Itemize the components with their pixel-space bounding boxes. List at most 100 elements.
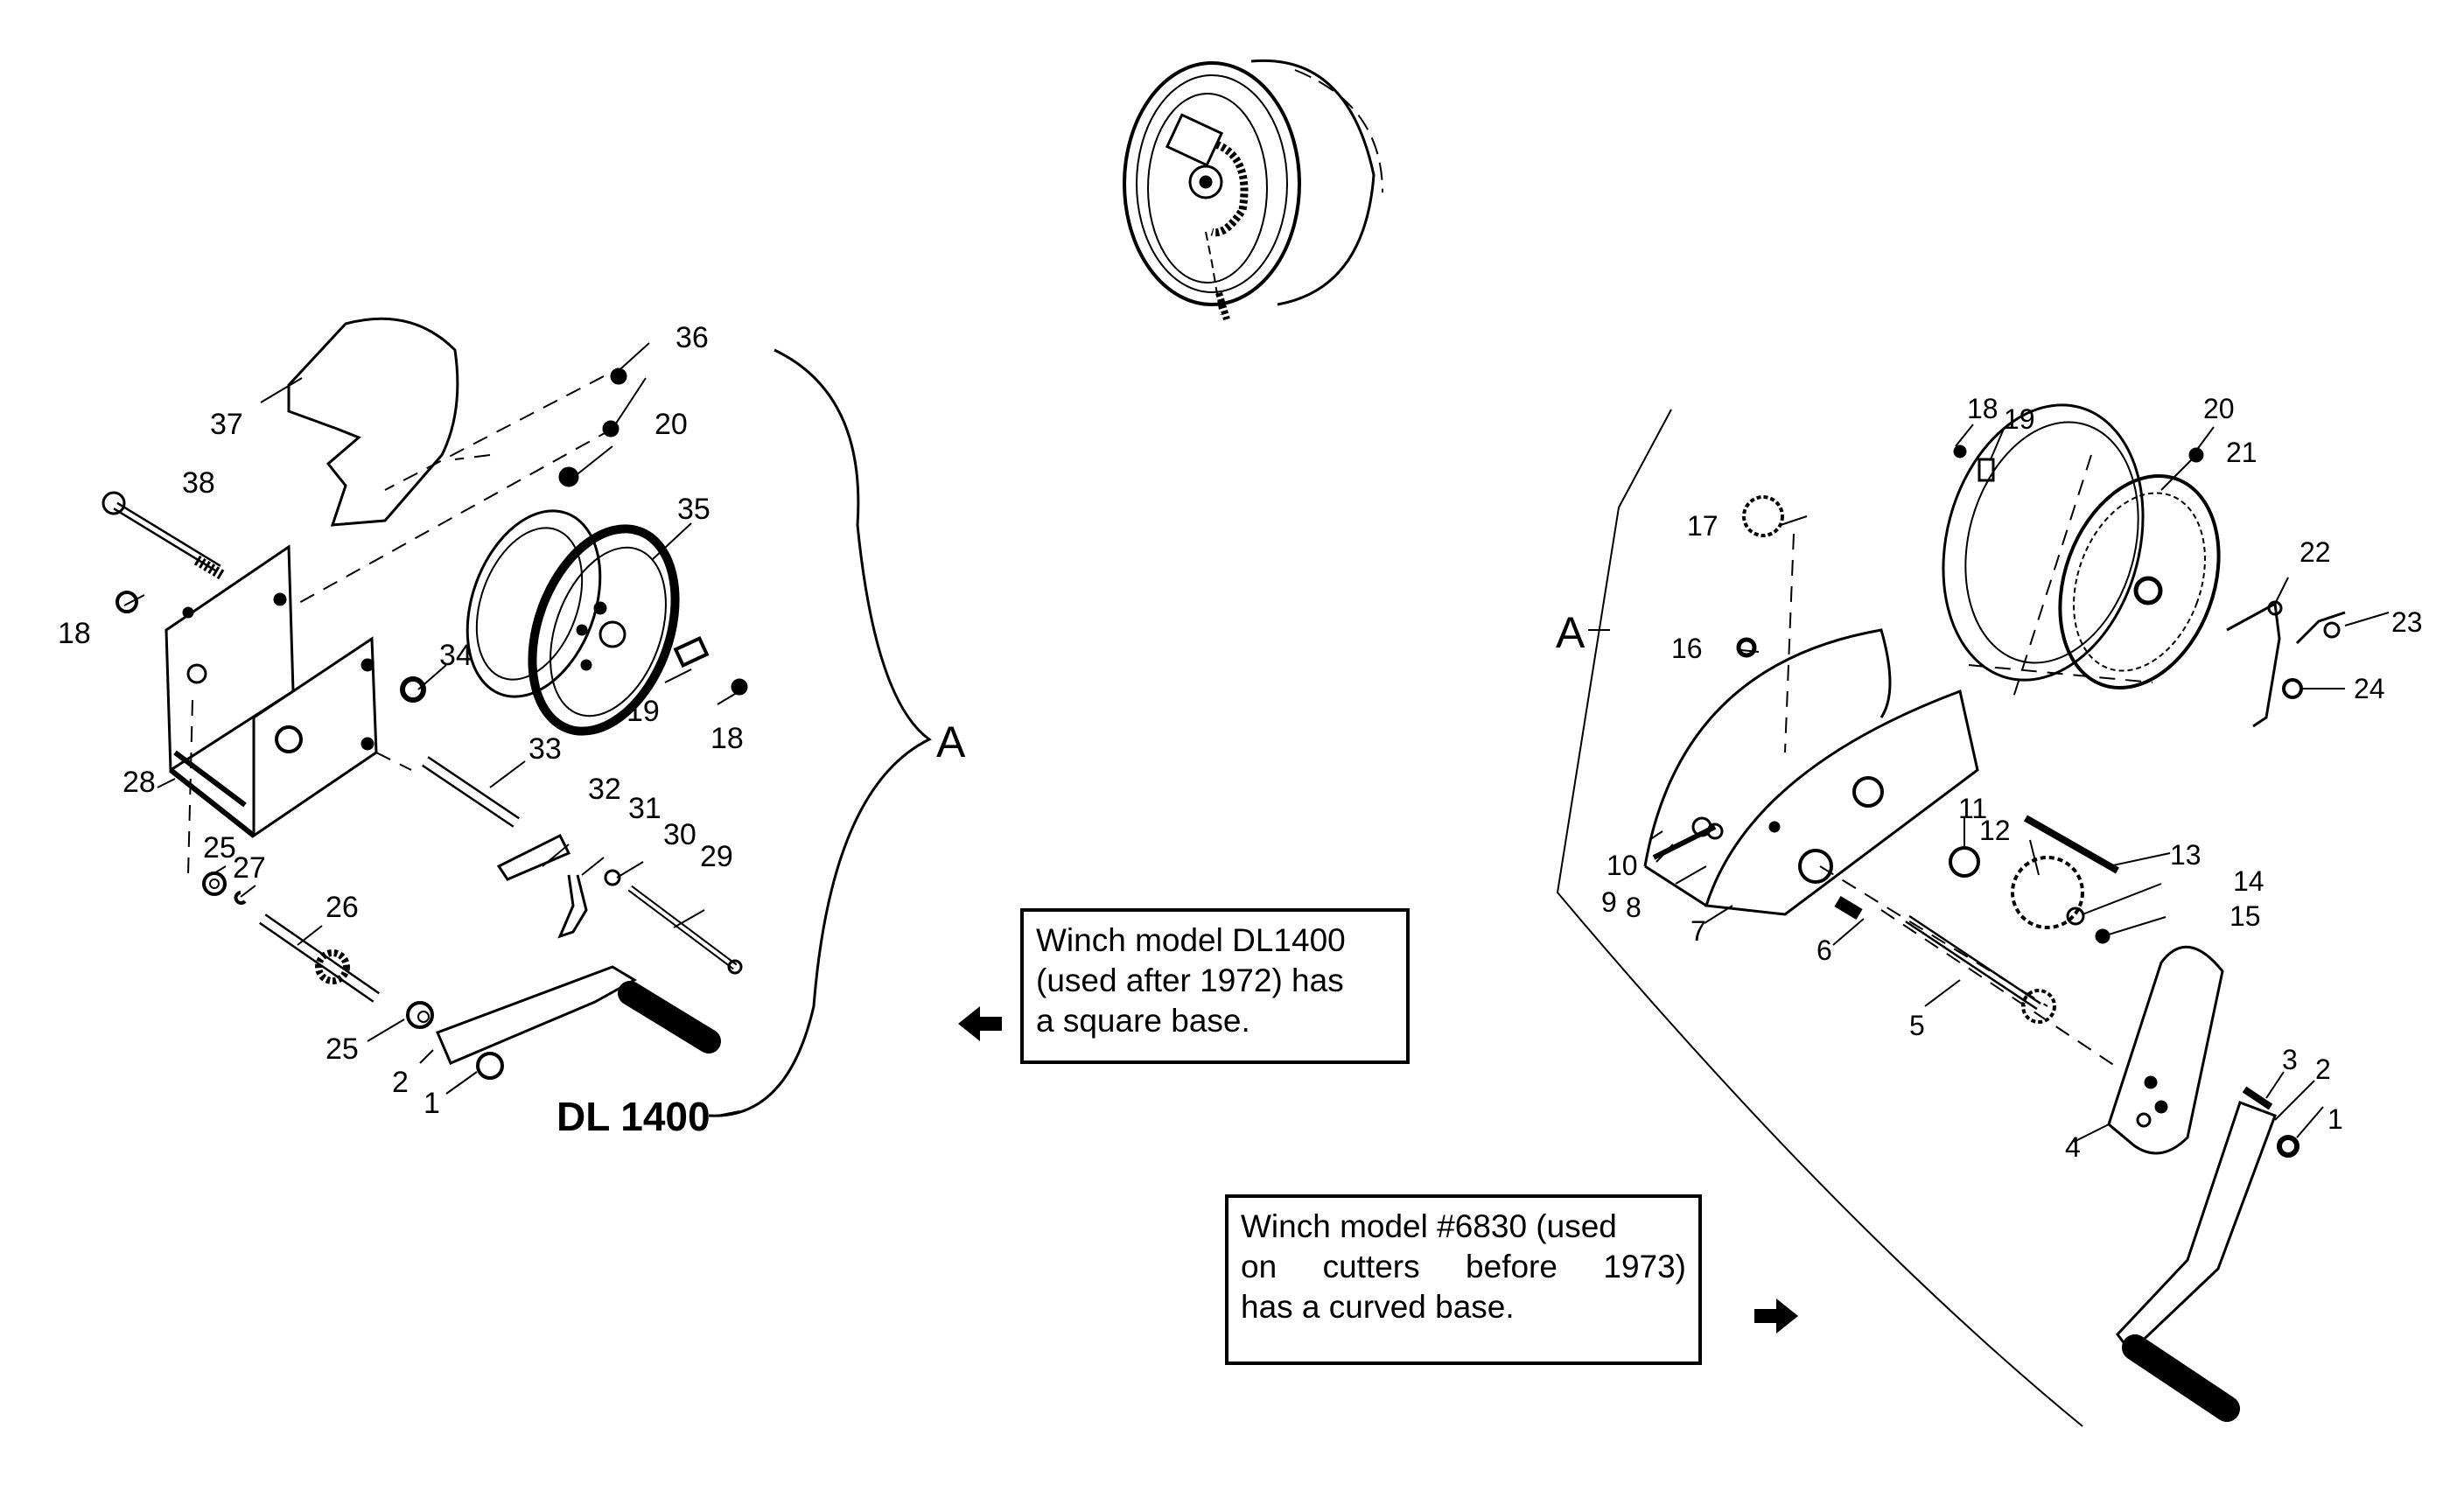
label-r1: 1 [2328, 1103, 2343, 1135]
m6830-labels: 18 19 20 21 22 23 24 17 16 A 10 9 8 7 6 … [1556, 393, 2423, 1163]
label-r21: 21 [2226, 437, 2258, 468]
label-r9: 9 [1601, 886, 1617, 918]
label-r13: 13 [2170, 839, 2202, 871]
label-38: 38 [182, 466, 215, 500]
label-34: 34 [439, 639, 472, 672]
label-r16: 16 [1671, 633, 1703, 664]
label-r15: 15 [2230, 900, 2261, 932]
left-arrow [958, 1006, 1002, 1041]
note-dl1400: Winch model DL1400 (used after 1972) has… [1020, 908, 1410, 1064]
part-21-drum [1942, 403, 2221, 690]
part-3-bolt [2242, 1086, 2273, 1110]
label-25: 25 [203, 831, 236, 864]
note-6830-line1: Winch model #6830 (used [1241, 1208, 1617, 1244]
part-18-nut-right [1953, 444, 1967, 458]
part-19-pawl [673, 635, 710, 668]
label-r7: 7 [1690, 915, 1706, 947]
section-a-label-left: A [936, 718, 966, 766]
part-12-sprocket [2011, 856, 2084, 929]
label-29: 29 [700, 840, 733, 873]
label-r14: 14 [2233, 865, 2264, 897]
label-19: 19 [626, 695, 660, 728]
dl1400-labels: 37 38 36 20 35 18 34 19 18 28 33 32 31 3… [58, 321, 966, 1139]
label-r2: 2 [2315, 1054, 2331, 1085]
section-a-label-right: A [1556, 608, 1586, 657]
label-32: 32 [588, 773, 621, 806]
label-r4: 4 [2065, 1131, 2081, 1163]
part-2-crank-handle [436, 965, 637, 1065]
note-6830-line3: has a curved base. [1241, 1289, 1515, 1325]
label-36: 36 [676, 321, 709, 354]
label-18b: 18 [710, 722, 744, 755]
note-dl1400-line2: (used after 1972) has [1036, 962, 1344, 998]
part-15-bolt [2095, 928, 2110, 944]
part-35-drum [466, 509, 680, 736]
part-1-nut-right [2277, 1135, 2300, 1158]
label-r22: 22 [2300, 536, 2331, 568]
label-r6: 6 [1816, 934, 1832, 966]
part-25-bushing [202, 872, 227, 896]
label-37: 37 [210, 408, 243, 441]
part-14-washer [2066, 906, 2085, 926]
part-32-plate [496, 833, 571, 881]
label-26: 26 [326, 891, 359, 924]
part-30-washer [604, 869, 621, 886]
part-19-pawl-right [1978, 458, 1995, 482]
label-1: 1 [424, 1087, 440, 1120]
right-arrow [1754, 1298, 1798, 1334]
label-25b: 25 [326, 1032, 359, 1066]
part-24-washer [2282, 678, 2303, 699]
part-11-bushing [1949, 846, 1980, 878]
part-18-nut-right [731, 678, 748, 696]
dl1400-assembly [102, 317, 932, 1117]
model-dl1400-label: DL 1400 [556, 1094, 710, 1139]
part-34-nut [400, 676, 426, 703]
label-r19: 19 [2004, 403, 2035, 435]
part-18-nut [116, 591, 138, 613]
label-35: 35 [677, 493, 710, 526]
part-25-bushing-lower [406, 1001, 434, 1029]
label-r20: 20 [2203, 393, 2235, 424]
cable-reel-detail [1123, 59, 1383, 321]
label-r12: 12 [1979, 815, 2011, 846]
label-27: 27 [233, 851, 266, 885]
label-r24: 24 [2354, 673, 2385, 704]
part-6-pin [1834, 895, 1863, 920]
note-6830: Winch model #6830 (used on cutters befor… [1225, 1194, 1702, 1365]
part-20-nut [558, 466, 579, 487]
part-37-cover [287, 317, 459, 527]
part-31-pawl [557, 874, 588, 939]
label-r5: 5 [1909, 1010, 1925, 1041]
part-1-nut [476, 1052, 504, 1080]
part-28-frame [164, 544, 295, 773]
part-7-base [1643, 628, 1892, 867]
label-31: 31 [628, 792, 662, 825]
label-2: 2 [392, 1066, 409, 1099]
section-a-boundary [1556, 409, 2083, 1427]
label-r11: 11 [1958, 793, 1987, 824]
m6830-assembly [1556, 403, 2346, 1427]
label-20: 20 [654, 408, 688, 441]
part-27-clip [234, 891, 247, 905]
label-33: 33 [528, 732, 562, 766]
crank-grip [618, 981, 721, 1054]
label-r17: 17 [1687, 510, 1718, 542]
label-28: 28 [122, 766, 156, 799]
label-r23: 23 [2391, 606, 2423, 638]
label-r10: 10 [1606, 850, 1638, 881]
part-22-pawl [2226, 601, 2281, 728]
crank-grip-right [2122, 1334, 2240, 1422]
part-4-cover [2107, 945, 2224, 1155]
part-13-pin [2024, 815, 2119, 874]
part-16-nut [1736, 637, 1757, 658]
note-dl1400-line3: a square base. [1036, 1003, 1250, 1039]
note-dl1400-line1: Winch model DL1400 [1036, 922, 1346, 958]
part-23-spring [2295, 611, 2346, 645]
part-2-crank [2116, 1101, 2277, 1354]
label-30: 30 [663, 818, 696, 851]
label-r8: 8 [1626, 892, 1642, 923]
label-r3: 3 [2282, 1044, 2298, 1075]
section-a-brace-left [708, 348, 932, 1117]
note-6830-line2: on cutters before 1973) [1241, 1249, 1686, 1284]
